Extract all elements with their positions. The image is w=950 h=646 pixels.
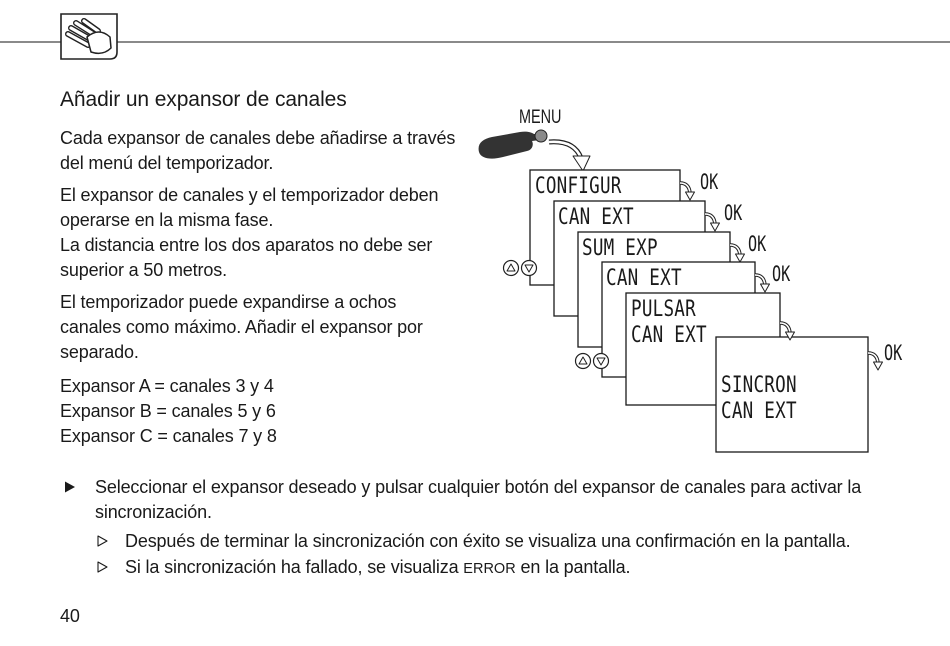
hook-arrow-icon	[704, 212, 720, 232]
text-line: Después de terminar la sincronización co…	[125, 531, 851, 551]
paragraph-add-via-menu: Cada expansor de canales debe añadirse a…	[60, 126, 455, 176]
lcd-screen-text: PULSAR	[631, 296, 696, 321]
menu-flow-diagram: MENU CONFIGUR CAN EXT	[478, 106, 902, 453]
ok-label: OK	[884, 342, 902, 366]
text-line: La distancia entre los dos aparatos no d…	[60, 235, 433, 255]
hook-arrow-icon	[754, 273, 770, 293]
list-item: Expansor C = canales 7 y 8	[60, 426, 277, 446]
down-arrow-button-icon	[592, 352, 610, 370]
paragraph-same-phase: El expansor de canales y el temporizador…	[60, 183, 438, 233]
text-line: sincronización.	[95, 502, 212, 522]
text-line: canales como máximo. Añadir el expansor …	[60, 317, 423, 337]
ok-label: OK	[748, 233, 766, 257]
hook-arrow-icon	[679, 181, 695, 201]
section-heading: Añadir un expansor de canales	[60, 88, 347, 111]
hook-arrow-icon	[729, 243, 745, 263]
up-arrow-button-icon	[574, 352, 592, 370]
lcd-screen-6: SINCRON CAN EXT	[715, 336, 869, 453]
list-item: Expansor B = canales 5 y 6	[60, 401, 276, 421]
text-line: El temporizador puede expandirse a ochos	[60, 292, 397, 312]
lcd-screen-text: CAN EXT	[606, 265, 682, 290]
lcd-screen-text: CAN EXT	[631, 322, 707, 347]
menu-label: MENU	[519, 106, 561, 127]
text-line: Seleccionar el expansor deseado y pulsar…	[95, 477, 862, 497]
ok-label: OK	[700, 171, 718, 195]
result-failure: Si la sincronización ha fallado, se visu…	[125, 555, 631, 580]
outline-triangle-bullet-icon	[97, 561, 108, 573]
paragraph-distance: La distancia entre los dos aparatos no d…	[60, 233, 432, 283]
up-arrow-button-icon	[502, 259, 520, 277]
text-fragment: en la pantalla.	[520, 557, 631, 577]
ok-label: OK	[772, 263, 790, 287]
hook-arrow-icon	[779, 321, 795, 341]
hook-arrow-icon	[867, 351, 883, 371]
text-line: separado.	[60, 342, 139, 362]
list-item: Expansor A = canales 3 y 4	[60, 376, 274, 396]
text-line: del menú del temporizador.	[60, 153, 274, 173]
lcd-screen-text: CONFIGUR	[535, 173, 622, 198]
filled-triangle-bullet-icon	[65, 481, 75, 493]
pointing-hand-icon	[478, 129, 548, 159]
lcd-screen-text: CAN EXT	[721, 398, 797, 423]
hand-touch-icon	[60, 13, 118, 60]
ok-label: OK	[724, 202, 742, 226]
text-line: Cada expansor de canales debe añadirse a…	[60, 128, 456, 148]
text-line: operarse en la misma fase.	[60, 210, 274, 230]
action-step: Seleccionar el expansor deseado y pulsar…	[95, 475, 861, 525]
lcd-screen-text: CAN EXT	[558, 204, 634, 229]
lcd-screen-text: SUM EXP	[582, 235, 658, 260]
result-success: Después de terminar la sincronización co…	[125, 529, 851, 554]
outline-triangle-bullet-icon	[97, 535, 108, 547]
expansor-list: Expansor A = canales 3 y 4 Expansor B = …	[60, 374, 277, 449]
text-line: El expansor de canales y el temporizador…	[60, 185, 439, 205]
lcd-screen-text: SINCRON	[721, 372, 797, 397]
text-fragment: Si la sincronización ha fallado, se visu…	[125, 557, 459, 577]
menu-arrow-icon	[548, 139, 591, 172]
paragraph-max-channels: El temporizador puede expandirse a ochos…	[60, 290, 423, 365]
text-line: superior a 50 metros.	[60, 260, 227, 280]
down-arrow-button-icon	[520, 259, 538, 277]
page-number: 40	[60, 606, 80, 626]
error-code: ERROR	[463, 561, 516, 577]
